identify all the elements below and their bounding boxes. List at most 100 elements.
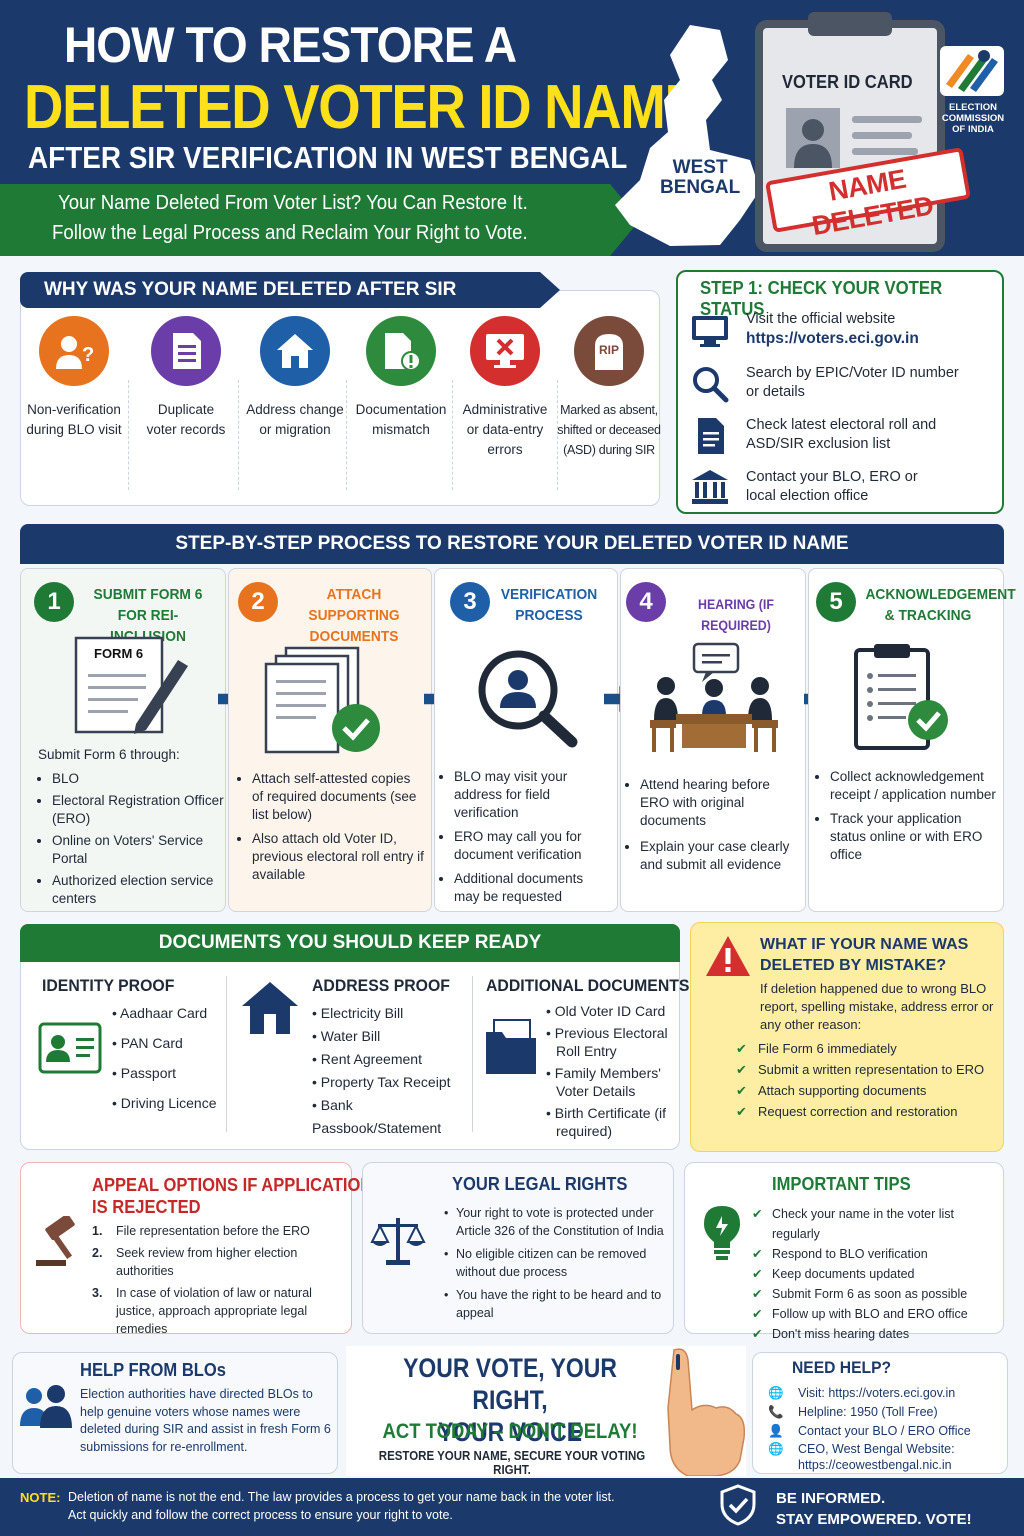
process-step-3 bbox=[434, 568, 618, 912]
card-line bbox=[852, 148, 918, 155]
documents-check-icon bbox=[264, 646, 380, 754]
need-help-panel bbox=[752, 1352, 1008, 1474]
green-banner bbox=[0, 184, 640, 256]
documents-title: DOCUMENTS YOU SHOULD KEEP READY bbox=[20, 924, 680, 962]
title-line1: HOW TO RESTORE A bbox=[64, 17, 517, 73]
folder-icon bbox=[486, 1019, 536, 1074]
form-6-label: FORM 6 bbox=[94, 646, 144, 661]
footer-tagline: BE INFORMED.STAY EMPOWERED. VOTE! bbox=[776, 1490, 972, 1528]
why-title: WHY WAS YOUR NAME DELETED AFTER SIR VERI… bbox=[20, 272, 560, 308]
blo-title: HELP FROM BLOs bbox=[80, 1360, 226, 1380]
help-website-link[interactable]: Visit: https://voters.eci.gov.in bbox=[798, 1386, 956, 1400]
divider bbox=[226, 976, 227, 1132]
warning-icon bbox=[706, 936, 750, 976]
step-title: HEARING (IF REQUIRED) bbox=[698, 597, 774, 633]
magnifier-person-icon bbox=[478, 650, 578, 748]
person-question-icon: ? bbox=[39, 316, 109, 386]
address-list: • Electricity Bill • Water Bill • Rent A… bbox=[312, 1005, 451, 1136]
rights-title: YOUR LEGAL RIGHTS bbox=[452, 1174, 628, 1194]
why-deleted-panel bbox=[20, 290, 660, 506]
tips-title: IMPORTANT TIPS bbox=[772, 1174, 911, 1194]
document-icon bbox=[698, 418, 724, 454]
step-title: ACKNOWLEDGEMENT& TRACKING bbox=[865, 586, 1016, 624]
title-line2: DELETED VOTER ID NAME bbox=[24, 73, 701, 142]
identity-heading: IDENTITY PROOF bbox=[42, 976, 175, 995]
check-icon: ✔ bbox=[752, 1307, 763, 1321]
document-icon bbox=[151, 316, 221, 386]
divider bbox=[557, 380, 558, 490]
phone-icon: 📞 bbox=[768, 1405, 784, 1419]
reason-asd: RIP Marked as absent,shifted or deceased… bbox=[556, 316, 662, 460]
divider bbox=[346, 380, 347, 490]
monitor-error-icon bbox=[470, 316, 540, 386]
document-alert-icon bbox=[366, 316, 436, 386]
house-icon bbox=[242, 982, 298, 1034]
step-bullets: Submit Form 6 through: BLOElectoral Regi… bbox=[38, 746, 224, 912]
blo-text: Election authorities have directed BLOs … bbox=[80, 1387, 331, 1454]
step-number: 3 bbox=[450, 582, 490, 622]
step-bullets: BLO may visit your address for field ver… bbox=[440, 768, 612, 910]
computer-icon bbox=[692, 316, 728, 347]
check-icon: ✔ bbox=[752, 1327, 763, 1341]
divider bbox=[452, 380, 453, 490]
ceo-website-link[interactable]: CEO, West Bengal Website: https://ceowes… bbox=[798, 1442, 955, 1472]
helpline[interactable]: Helpline: 1950 (Toll Free) bbox=[798, 1405, 938, 1419]
banner-line2: Follow the Legal Process and Reclaim You… bbox=[52, 222, 528, 244]
rights-list: •Your right to vote is protected under A… bbox=[444, 1206, 664, 1320]
shield-check-icon bbox=[720, 1484, 756, 1526]
tips-panel bbox=[684, 1162, 1004, 1334]
help-list: 🌐 Visit: https://voters.eci.gov.in 📞 Helpl… bbox=[768, 1386, 971, 1472]
act-today: ACT TODAY – DON'T DELAY! bbox=[382, 1420, 638, 1443]
divider bbox=[238, 380, 239, 490]
restore-tagline: RESTORE YOUR NAME, SECURE YOUR VOTING RI… bbox=[378, 1449, 646, 1477]
search-icon bbox=[693, 367, 729, 403]
appeal-list: 1.File representation before the ERO 2.S… bbox=[92, 1224, 312, 1336]
divider bbox=[472, 976, 473, 1132]
west-bengal-map-icon bbox=[615, 25, 760, 246]
footer-note: Deletion of name is not the end. The law… bbox=[68, 1490, 615, 1522]
check-icon: ✔ bbox=[752, 1207, 763, 1221]
government-building-icon bbox=[692, 470, 728, 504]
gavel-icon bbox=[36, 1216, 75, 1266]
divider bbox=[128, 380, 129, 490]
voters-portal-link[interactable]: https://voters.eci.gov.in bbox=[746, 330, 919, 347]
additional-heading: ADDITIONAL DOCUMENTS bbox=[486, 976, 690, 995]
lightbulb-icon bbox=[704, 1206, 740, 1260]
step-bullets: Collect acknowledgement receipt / applic… bbox=[816, 768, 1000, 868]
check-icon: ✔ bbox=[752, 1247, 763, 1261]
need-help-title: NEED HELP? bbox=[792, 1358, 892, 1377]
web-icon: 🌐 bbox=[768, 1442, 784, 1456]
step-number: 4 bbox=[626, 582, 666, 622]
person-icon: 👤 bbox=[768, 1424, 784, 1438]
scales-of-justice-icon bbox=[370, 1218, 426, 1265]
process-step-1 bbox=[20, 568, 226, 912]
check-icon: ✔ bbox=[736, 1083, 747, 1098]
process-title: STEP-BY-STEP PROCESS TO RESTORE YOUR DEL… bbox=[20, 524, 1004, 564]
inked-finger-icon bbox=[667, 1348, 746, 1476]
step-number: 2 bbox=[238, 582, 278, 622]
appeal-panel bbox=[20, 1162, 352, 1334]
person-photo-icon bbox=[786, 108, 840, 168]
check-icon: ✔ bbox=[736, 1062, 747, 1077]
note-label: NOTE: bbox=[20, 1490, 61, 1505]
vote-slogan: YOUR VOTE, YOUR RIGHT,YOUR VOICE bbox=[403, 1353, 617, 1447]
mistake-intro: If deletion happened due to wrong BLO re… bbox=[760, 981, 994, 1032]
step-bullets: Attach self-attested copies of required … bbox=[238, 770, 424, 888]
additional-list: • Old Voter ID Card • Previous Electoral… bbox=[546, 1003, 668, 1139]
step-bullets: Attend hearing before ERO with original … bbox=[626, 776, 802, 878]
house-icon bbox=[260, 316, 330, 386]
